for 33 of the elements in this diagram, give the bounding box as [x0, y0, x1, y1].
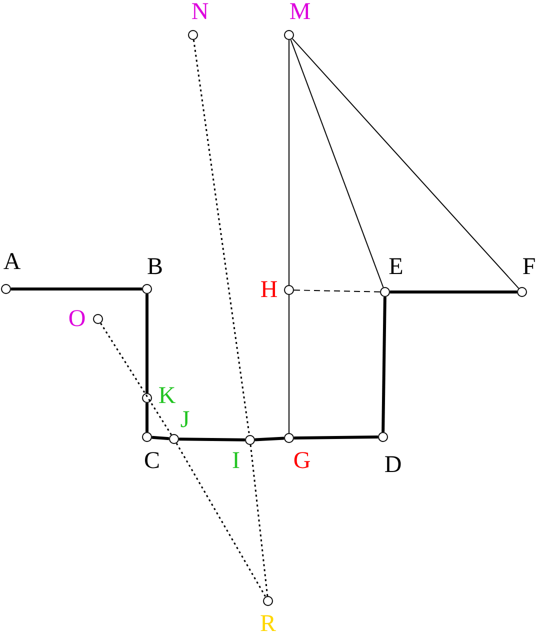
- line-segment: [294, 290, 380, 292]
- point-label: M: [289, 0, 311, 24]
- point-label: G: [293, 449, 311, 473]
- point-label: I: [232, 449, 240, 473]
- point-label: D: [384, 453, 402, 477]
- point-label: J: [180, 408, 190, 432]
- point-label: B: [147, 255, 163, 279]
- line-segment: [254, 436, 284, 442]
- line-segment: [290, 39, 384, 288]
- point-label: N: [191, 0, 209, 24]
- point-label: O: [68, 307, 86, 331]
- point-label: C: [144, 449, 160, 473]
- line-segment: [294, 436, 378, 440]
- line-segment: [292, 38, 520, 289]
- point-label: R: [260, 612, 276, 635]
- line-segment: [250, 444, 268, 596]
- point-label: H: [260, 278, 278, 302]
- line-segment: [192, 40, 250, 436]
- line-segment: [176, 442, 266, 598]
- line-segment: [146, 294, 148, 393]
- line-segment: [146, 403, 148, 432]
- line-segment: [11, 288, 142, 290]
- line-segment: [382, 296, 386, 432]
- line-segment: [152, 436, 170, 440]
- line-segment: [100, 322, 172, 436]
- line-segment: [288, 294, 290, 434]
- point-label: K: [158, 384, 176, 408]
- line-segment: [390, 290, 517, 294]
- point-label: A: [3, 250, 21, 274]
- point-label: F: [522, 255, 536, 279]
- line-segment: [178, 438, 246, 442]
- line-segment: [288, 40, 290, 286]
- point-label: E: [388, 255, 404, 279]
